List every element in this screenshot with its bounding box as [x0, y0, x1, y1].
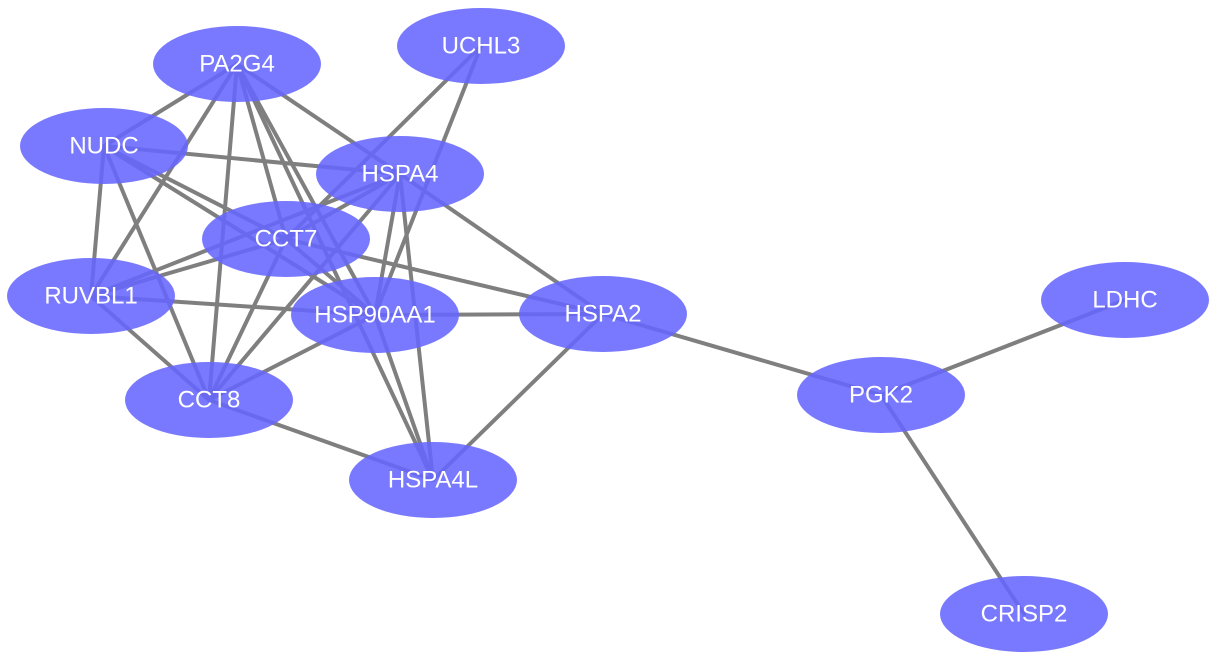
node-label: CCT7: [255, 226, 318, 253]
edge-pa2g4-ruvbl1: [89, 62, 239, 298]
node-nudc[interactable]: NUDC: [20, 108, 188, 184]
node-ellipse: [7, 258, 175, 334]
node-label: PA2G4: [199, 51, 275, 78]
node-pgk2[interactable]: PGK2: [797, 357, 965, 433]
node-hspa4l[interactable]: HSPA4L: [349, 442, 517, 518]
node-hspa2[interactable]: HSPA2: [519, 276, 687, 352]
edge-pa2g4-hsp90aa1: [235, 62, 377, 317]
node-label: PGK2: [849, 382, 913, 409]
node-ellipse: [202, 201, 370, 277]
node-ellipse: [519, 276, 687, 352]
node-ellipse: [397, 8, 565, 84]
node-pa2g4[interactable]: PA2G4: [153, 26, 321, 102]
node-hspa4[interactable]: HSPA4: [316, 136, 484, 212]
node-hsp90aa1[interactable]: HSP90AA1: [291, 277, 459, 353]
node-label: HSPA4: [362, 161, 439, 188]
node-label: HSP90AA1: [314, 302, 435, 329]
node-label: CRISP2: [981, 601, 1068, 628]
node-label: LDHC: [1092, 287, 1157, 314]
node-label: CCT8: [178, 387, 241, 414]
node-cct8[interactable]: CCT8: [125, 362, 293, 438]
node-label: HSPA2: [565, 301, 642, 328]
node-cct7[interactable]: CCT7: [202, 201, 370, 277]
node-label: HSPA4L: [388, 467, 478, 494]
edge-pgk2-crisp2: [879, 393, 1026, 616]
node-ellipse: [797, 357, 965, 433]
node-ellipse: [1041, 262, 1209, 338]
node-label: UCHL3: [442, 33, 521, 60]
node-ellipse: [153, 26, 321, 102]
node-ldhc[interactable]: LDHC: [1041, 262, 1209, 338]
node-ellipse: [125, 362, 293, 438]
edge-hspa4-cct8: [207, 172, 402, 402]
node-ellipse: [940, 576, 1108, 652]
node-ellipse: [20, 108, 188, 184]
node-label: RUVBL1: [44, 283, 137, 310]
edge-pa2g4-hspa4l: [235, 62, 435, 482]
node-uchl3[interactable]: UCHL3: [397, 8, 565, 84]
node-ruvbl1[interactable]: RUVBL1: [7, 258, 175, 334]
node-ellipse: [291, 277, 459, 353]
node-label: NUDC: [69, 133, 138, 160]
node-ellipse: [316, 136, 484, 212]
node-crisp2[interactable]: CRISP2: [940, 576, 1108, 652]
node-ellipse: [349, 442, 517, 518]
